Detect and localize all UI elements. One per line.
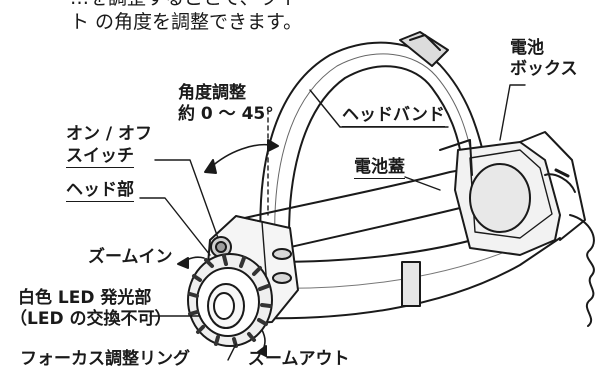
- zoom-in-label: ズームイン: [88, 247, 173, 267]
- top-buckle: [399, 31, 449, 67]
- angle-arc: [209, 143, 271, 169]
- leader-focus: [227, 343, 237, 361]
- leader-head: [139, 197, 211, 256]
- zoom-out-label: ズームアウト: [248, 349, 350, 369]
- battery-side: [519, 131, 586, 241]
- battery-box-label-1: 電池: [510, 38, 544, 58]
- led-label-2: （LED の交換不可）: [10, 309, 172, 329]
- leader-onoff: [154, 159, 219, 239]
- leader-headband: [309, 89, 449, 128]
- head-label: ヘッド部: [66, 180, 134, 202]
- on-off-label-2: スイッチ: [66, 146, 134, 168]
- angle-label-1: 角度調整: [178, 83, 246, 103]
- top-strap-inner: [288, 65, 463, 263]
- on-off-label-1: オン / オフ: [66, 124, 153, 144]
- focus-ring-label: フォーカス調整リング: [20, 349, 190, 369]
- top-strap-outer: [259, 41, 486, 263]
- battery-box-label-2: ボックス: [510, 59, 578, 79]
- top-strap-edge: [274, 53, 474, 263]
- headband-label: ヘッドバンド: [342, 105, 445, 127]
- lower-band-bottom: [257, 237, 561, 320]
- side-band-top: [235, 159, 521, 221]
- intro-text-line2: ト の角度を調整できます。: [70, 11, 303, 33]
- band-keeper: [401, 261, 421, 307]
- battery-cover: [469, 163, 531, 233]
- intro-text-line1: …を調整することで、ライ: [70, 0, 297, 11]
- leader-battery-cover: [404, 176, 441, 191]
- battery-cover-label: 電池蓋: [354, 157, 405, 179]
- angle-label-2: 約 0 ～ 45°: [178, 104, 274, 124]
- coiled-cable: [569, 214, 595, 327]
- led-label-1: 白色 LED 発光部: [18, 288, 152, 308]
- leader-battery-box: [499, 84, 526, 141]
